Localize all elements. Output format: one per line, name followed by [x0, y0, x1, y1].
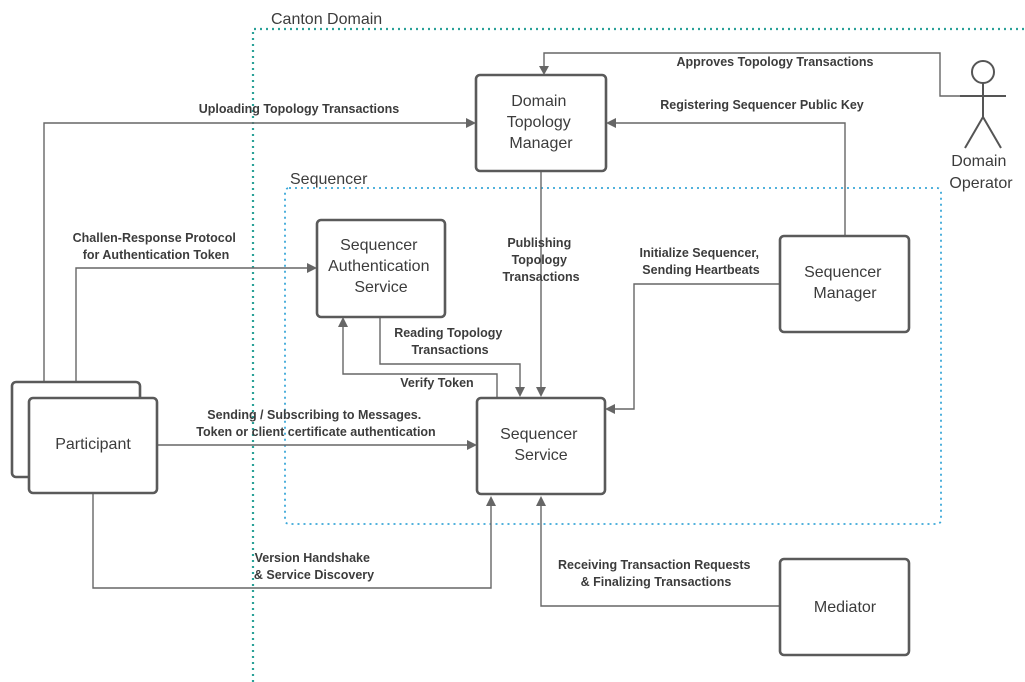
publishing-topology-label: Publishing Topology Transactions: [502, 236, 579, 284]
participant-label: Participant: [55, 436, 131, 453]
verify-token-label: Verify Token: [400, 376, 473, 390]
edge-publishing-topology: [536, 171, 546, 397]
domain-topology-manager-box: Domain Topology Manager: [474, 73, 608, 173]
sequencer-region: Sequencer: [284, 171, 942, 525]
version-handshake-label: Version Handshake & Service Discovery: [254, 551, 374, 582]
sequencer-authentication-service-box: Sequencer Authentication Service: [315, 218, 447, 319]
mediator-box: Mediator: [778, 557, 911, 657]
edge-registering-key: [606, 118, 846, 236]
sending-subscribing-label: Sending / Subscribing to Messages. Token…: [196, 408, 435, 439]
edge-version-handshake: [92, 493, 496, 589]
domain-operator-label: Domain Operator: [949, 153, 1013, 192]
edge-sending-subscribing: [157, 440, 477, 450]
domain-topology-manager-label: Domain Topology Manager: [507, 93, 576, 152]
reading-topology-label: Reading Topology Transactions: [394, 326, 506, 357]
sequencer-manager-box: Sequencer Manager: [778, 234, 911, 334]
edge-challenge-response: [75, 263, 317, 382]
domain-operator-actor-icon: [960, 60, 1006, 149]
canton-domain-label: Canton Domain: [271, 11, 382, 28]
registering-key-label: Registering Sequencer Public Key: [660, 98, 864, 112]
initialize-sequencer-label: Initialize Sequencer, Sending Heartbeats: [640, 246, 763, 277]
sequencer-service-label: Sequencer Service: [500, 426, 582, 464]
edge-approves-topology: [539, 52, 960, 97]
edge-receiving-requests: [536, 496, 780, 607]
approves-topology-label: Approves Topology Transactions: [676, 55, 873, 69]
mediator-label: Mediator: [814, 599, 877, 616]
edge-reading-topology: [379, 317, 525, 397]
edge-uploading-topology: [43, 118, 476, 382]
sequencer-service-box: Sequencer Service: [475, 396, 607, 496]
participant-box: Participant: [27, 396, 159, 495]
edge-verify-token: [338, 317, 498, 397]
canton-domain-region: Canton Domain: [251, 11, 1025, 682]
receiving-requests-label: Receiving Transaction Requests & Finaliz…: [558, 558, 754, 589]
sequencer-authentication-service-label: Sequencer Authentication Service: [328, 237, 434, 296]
uploading-topology-label: Uploading Topology Transactions: [199, 102, 400, 116]
sequencer-region-label: Sequencer: [290, 171, 368, 188]
edge-initialize-sequencer: [605, 283, 780, 414]
sequencer-manager-label: Sequencer Manager: [804, 264, 886, 302]
challenge-response-label: Challen-Response Protocol for Authentica…: [73, 231, 240, 262]
